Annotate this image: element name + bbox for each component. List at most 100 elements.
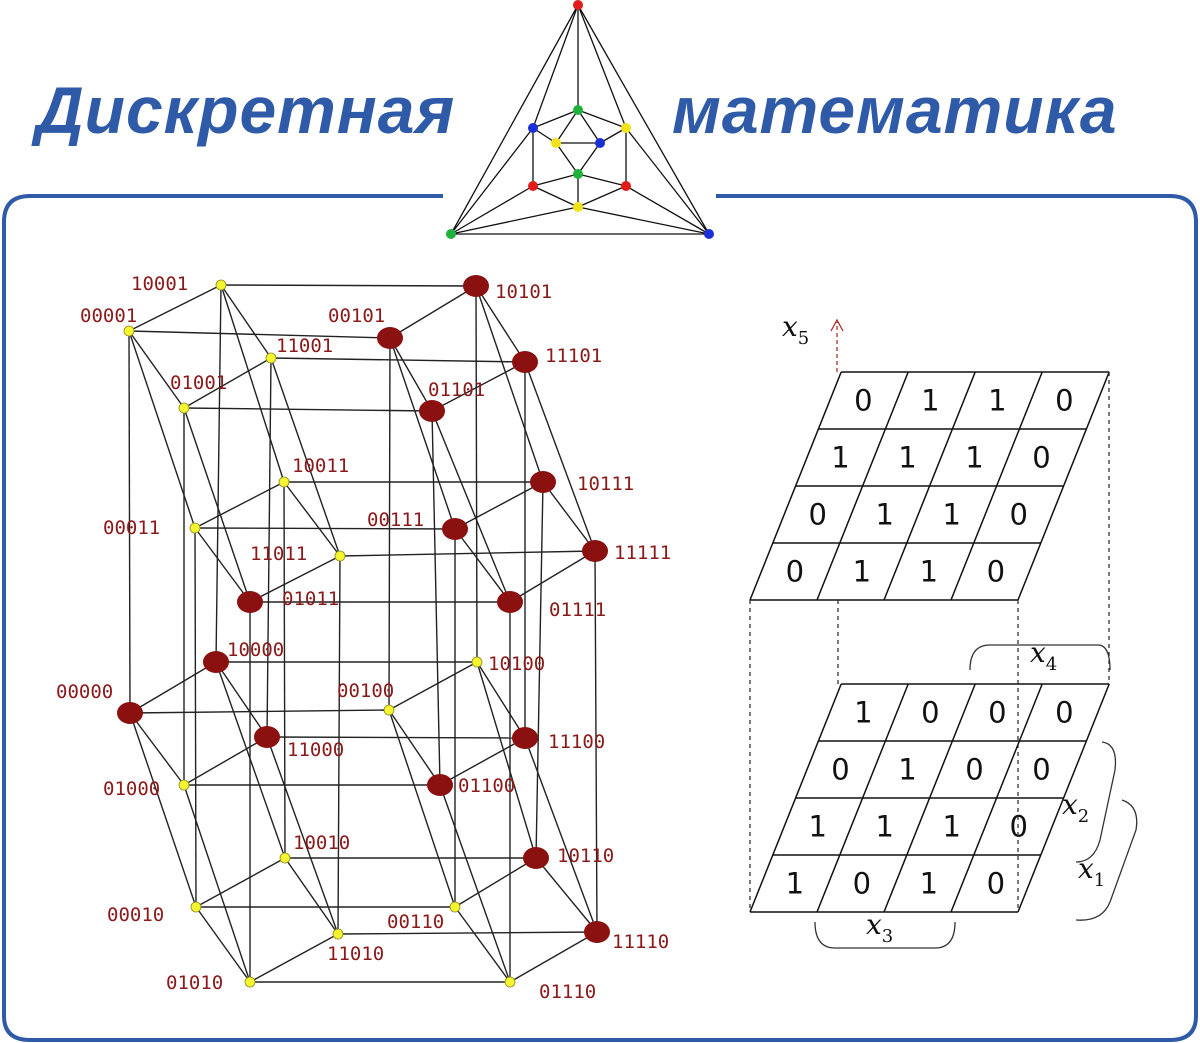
cube-edge [524, 737, 598, 933]
grid-line [950, 683, 1043, 913]
logo-vertex [528, 123, 538, 133]
cube-edge [388, 709, 441, 786]
node-marked [523, 847, 549, 869]
grid-cell: 1 [921, 384, 939, 418]
cube-edge [509, 931, 598, 983]
cube-edge [129, 712, 185, 786]
logo-vertex [621, 123, 631, 133]
logo-vertex [704, 229, 714, 239]
cube-edge [454, 857, 537, 908]
cube-edge [454, 906, 511, 983]
cube-edge [249, 933, 339, 983]
logo-vertex [595, 138, 605, 148]
node-label: 00101 [328, 305, 385, 327]
cube-edge [337, 931, 598, 935]
cube-edge [249, 555, 341, 603]
logo-edge [577, 206, 710, 235]
grid-line [883, 683, 976, 913]
x1-label: x1 [1078, 852, 1105, 891]
node-label: 11010 [327, 943, 384, 965]
logo-vertex [621, 181, 631, 191]
cube-edge [439, 737, 526, 786]
node-unmarked [449, 901, 461, 913]
cube-edge [215, 661, 268, 738]
grid-line [883, 371, 976, 601]
cube-edge [339, 550, 596, 557]
grid-cell: 0 [921, 696, 939, 730]
cube-edge [215, 661, 286, 859]
cube-edge [183, 407, 251, 603]
cube-edge [476, 661, 537, 859]
node-unmarked [279, 852, 291, 864]
grid-cell: 0 [965, 753, 983, 787]
node-label: 11000 [287, 739, 344, 761]
node-unmarked [178, 402, 190, 414]
node-label: 00110 [387, 911, 444, 933]
logo-edge [577, 109, 601, 144]
cube-edge [183, 784, 251, 983]
node-label: 10111 [577, 473, 634, 495]
x3-label: x3 [866, 908, 893, 947]
cube-edge [128, 284, 222, 332]
node-label: 01111 [549, 599, 606, 621]
node-label: 00000 [56, 681, 113, 703]
node-label: 01101 [428, 379, 485, 401]
node-label: 01110 [539, 981, 596, 1003]
logo-edge [532, 109, 579, 129]
node-label: 11011 [250, 543, 307, 565]
graph-logo [446, 0, 714, 239]
x1-brace [1075, 799, 1138, 921]
grid-cell: 1 [853, 555, 871, 589]
grid-cell: 0 [988, 696, 1006, 730]
grid-cell: 1 [965, 441, 983, 475]
cube-edge [509, 550, 596, 603]
grid-cell: 0 [1055, 696, 1073, 730]
cube-edge [388, 709, 456, 908]
grid-cell: 0 [808, 498, 826, 532]
node-unmarked [215, 279, 227, 291]
grid-line [1017, 683, 1110, 913]
node-label: 01011 [282, 588, 339, 610]
logo-vertex [528, 181, 538, 191]
grid-cell: 0 [1009, 810, 1027, 844]
node-unmarked [383, 704, 395, 716]
node-label: 10101 [495, 281, 552, 303]
grid-line [950, 371, 1043, 601]
cube-edge [475, 285, 478, 663]
cube-edge [283, 481, 341, 557]
node-marked [254, 726, 280, 748]
node-unmarked [123, 325, 135, 337]
logo-edge [450, 127, 534, 235]
node-label: 01010 [166, 972, 223, 994]
grid-cell: 1 [942, 810, 960, 844]
cube-edge [389, 337, 433, 412]
grid-cell: 1 [808, 810, 826, 844]
cube-edge [215, 284, 222, 663]
logo-vertex [573, 105, 583, 115]
node-label: 01000 [103, 778, 160, 800]
title-right: математика [672, 73, 1118, 147]
cube-edge [194, 527, 456, 530]
content-frame [2, 194, 1198, 1042]
cube-edge [389, 285, 477, 339]
grid-cell: 0 [1009, 498, 1027, 532]
cube-edge [454, 528, 511, 603]
logo-edge [577, 185, 627, 208]
cube-edge [439, 784, 511, 983]
x2-brace [1075, 741, 1117, 863]
cube-edge [283, 481, 286, 859]
node-unmarked [334, 550, 346, 562]
logo-edge [532, 185, 579, 208]
node-marked [512, 727, 538, 749]
logo-edge [577, 4, 710, 235]
x5-label: x5 [782, 310, 809, 349]
node-marked [442, 518, 468, 540]
node-label: 01100 [458, 775, 515, 797]
node-unmarked [332, 928, 344, 940]
logo-edge [555, 142, 579, 175]
cube-edge [183, 357, 272, 409]
node-label: 11100 [548, 731, 605, 753]
